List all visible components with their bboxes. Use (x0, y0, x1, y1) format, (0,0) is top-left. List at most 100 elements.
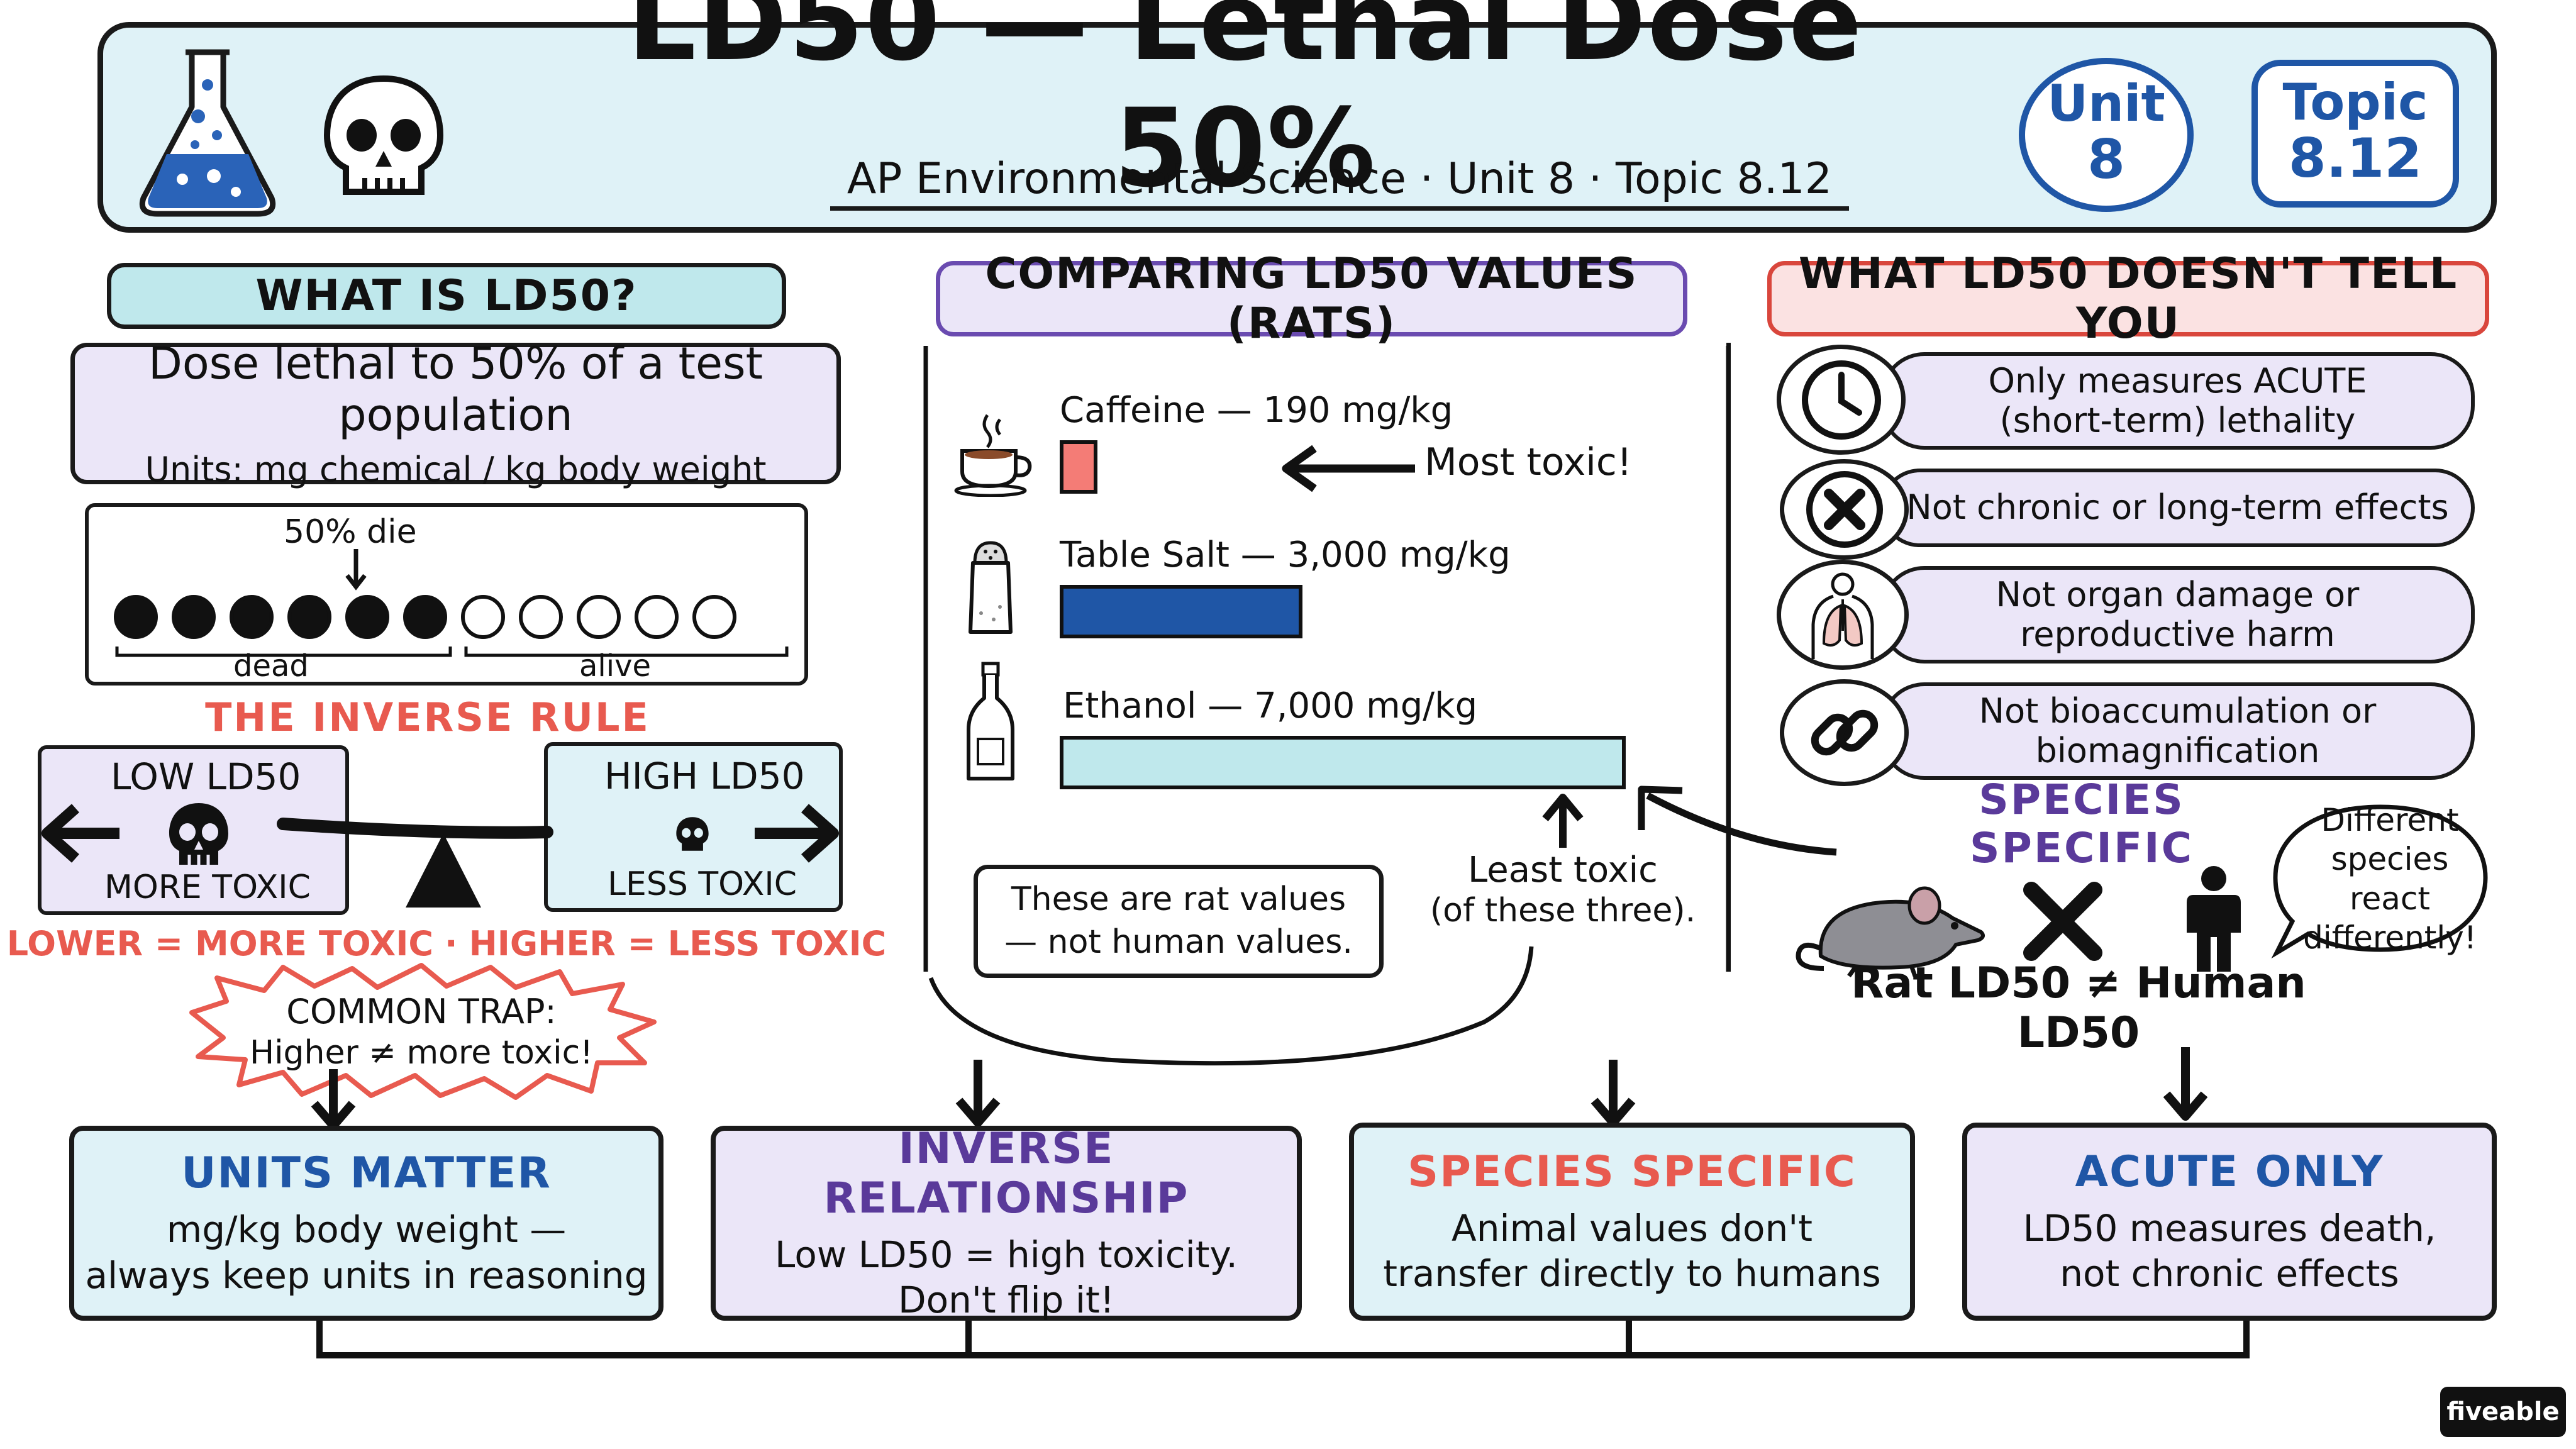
definition-box: Dose lethal to 50% of a test population … (70, 338, 841, 489)
species-specific-title: SPECIES SPECIFIC (1969, 775, 2194, 872)
common-trap-title: COMMON TRAP: (286, 991, 557, 1031)
card-species-specific: SPECIES SPECIFIC Animal values don't tra… (1349, 1123, 1915, 1321)
not-equal-x-icon (2023, 882, 2102, 961)
page-title: LD50 — Lethal Dose 50% (627, 0, 1863, 211)
dead-dot (287, 595, 331, 639)
up-arrow-icon (1542, 794, 1584, 848)
human-icon (2187, 866, 2241, 972)
alive-dot (635, 595, 679, 639)
definition-text: Dose lethal to 50% of a test population (148, 338, 763, 441)
small-skull-icon (676, 817, 709, 851)
group-brackets (115, 647, 789, 657)
skull-icon (323, 75, 444, 195)
down-arrow-icon (955, 1060, 1001, 1127)
card-acute-line-1: LD50 measures death, (2023, 1206, 2436, 1250)
card-units-matter-title: UNITS MATTER (181, 1148, 552, 1198)
seesaw-scale (42, 804, 839, 908)
card-species-title: SPECIES SPECIFIC (1407, 1146, 1857, 1197)
coffee-cup-icon (954, 414, 1032, 497)
down-arrow-icon (2163, 1047, 2208, 1121)
limitation-chronic: Not chronic or long-term effects (1880, 469, 2475, 547)
down-arrow-icon (1591, 1060, 1636, 1127)
bottom-connector-bracket (316, 1321, 2250, 1358)
card-inverse-line-1: Low LD50 = high toxicity. (775, 1233, 1238, 1276)
card-acute-only: ACUTE ONLY LD50 measures death, not chro… (1962, 1123, 2497, 1321)
inverse-rule-title: THE INVERSE RULE (205, 694, 650, 740)
card-units-matter-line-1: mg/kg body weight — (166, 1208, 567, 1251)
card-inverse-relationship: INVERSE RELATIONSHIP Low LD50 = high tox… (711, 1123, 1302, 1321)
flask-icon (139, 49, 276, 217)
card-acute-title: ACUTE ONLY (2075, 1146, 2384, 1197)
down-arrow-icon (311, 1069, 356, 1130)
card-species-line-1: Animal values don't (1452, 1206, 1813, 1250)
limitation-chronic-line-1: Not chronic or long-term effects (1906, 487, 2449, 528)
dead-dot (345, 595, 389, 639)
left-arrow-icon (1282, 445, 1415, 492)
brand-logo: fiveable (2440, 1387, 2566, 1437)
less-toxic-label: LESS TOXIC (608, 865, 797, 903)
dead-dot (114, 595, 158, 639)
bar-label-ethanol: Ethanol — 7,000 mg/kg (1063, 686, 1478, 726)
section-heading-what-is: WHAT IS LD50? (107, 263, 786, 329)
alive-dot (519, 595, 563, 639)
clock-icon (1777, 345, 1906, 455)
limitation-acute: Only measures ACUTE (short-term) lethali… (1880, 352, 2475, 450)
low-ld50-label: LOW LD50 (111, 755, 301, 798)
card-units-matter-line-2: always keep units in reasoning (85, 1253, 648, 1297)
speech-bubble-text: Different species react differently! (2303, 801, 2477, 957)
column-divider (1726, 343, 1731, 972)
card-acute-line-2: not chronic effects (2060, 1252, 2399, 1295)
large-skull-icon (169, 803, 228, 865)
dead-dot (403, 595, 447, 639)
down-arrow-icon (345, 549, 367, 591)
unit-badge: Unit 8 (2019, 58, 2194, 212)
fifty-percent-die-label: 50% die (284, 513, 417, 551)
limitation-organ-line-1: Not organ damage or (1996, 575, 2360, 615)
higher-less-toxic-text: HIGHER = LESS TOXIC (469, 923, 887, 963)
common-trap-text: COMMON TRAP: Higher ≠ more toxic! (226, 984, 616, 1079)
dead-dot (230, 595, 274, 639)
least-toxic-annotation: Least toxic (of these three). (1418, 846, 1707, 934)
alive-dot (461, 595, 505, 639)
bar-table-salt (1060, 585, 1302, 638)
card-inverse-line-2: Don't flip it! (897, 1279, 1115, 1321)
limitation-organ-line-2: reproductive harm (2020, 614, 2335, 654)
dead-dot (172, 595, 216, 639)
lungs-body-icon (1777, 560, 1909, 670)
section-heading-doesnt-tell: WHAT LD50 DOESN'T TELL YOU (1767, 249, 2489, 348)
bar-label-table-salt: Table Salt — 3,000 mg/kg (1060, 535, 1511, 575)
least-toxic-line-2: (of these three). (1430, 892, 1696, 930)
limitation-bioaccumulation: Not bioaccumulation or biomagnification (1880, 682, 2475, 780)
bottle-icon (967, 662, 1014, 780)
unit-label: Unit (2047, 74, 2165, 133)
high-ld50-box: HIGH LD50 LESS TOXIC (544, 742, 843, 912)
dead-label: dead (233, 648, 309, 684)
page-subtitle: AP Environmental Science · Unit 8 · Topi… (830, 151, 1849, 211)
rat-values-note: These are rat values — not human values. (974, 865, 1384, 978)
high-ld50-label: HIGH LD50 (604, 755, 805, 797)
alive-label: alive (579, 648, 652, 684)
curved-arrow-icon (1638, 786, 1837, 856)
limitation-organ: Not organ damage or reproductive harm (1880, 566, 2475, 663)
low-ld50-box: LOW LD50 MORE TOXIC (38, 745, 349, 915)
topic-label: Topic (2282, 73, 2428, 132)
rat-icon (1796, 886, 1985, 978)
limitation-bioaccumulation-line-2: biomagnification (2035, 730, 2320, 770)
least-toxic-line-1: Least toxic (1468, 850, 1658, 891)
bar-label-caffeine: Caffeine — 190 mg/kg (1060, 390, 1453, 431)
most-toxic-annotation: Most toxic! (1424, 440, 1632, 484)
summary-separator: · (445, 923, 458, 963)
alive-dot (692, 595, 736, 639)
more-toxic-label: MORE TOXIC (104, 869, 311, 906)
lower-more-toxic-text: LOWER = MORE TOXIC (6, 923, 434, 963)
population-diagram: 50% die dead alive (85, 503, 808, 686)
bar-ethanol (1060, 736, 1626, 789)
common-trap-message: Higher ≠ more toxic! (250, 1033, 593, 1072)
bar-caffeine (1060, 440, 1097, 494)
chain-link-icon (1780, 679, 1909, 786)
limitation-acute-line-2: (short-term) lethality (1999, 400, 2356, 440)
topic-value: 8.12 (2288, 127, 2423, 191)
alive-dot (577, 595, 621, 639)
x-circle-icon (1780, 459, 1909, 560)
card-inverse-title: INVERSE RELATIONSHIP (823, 1123, 1189, 1223)
